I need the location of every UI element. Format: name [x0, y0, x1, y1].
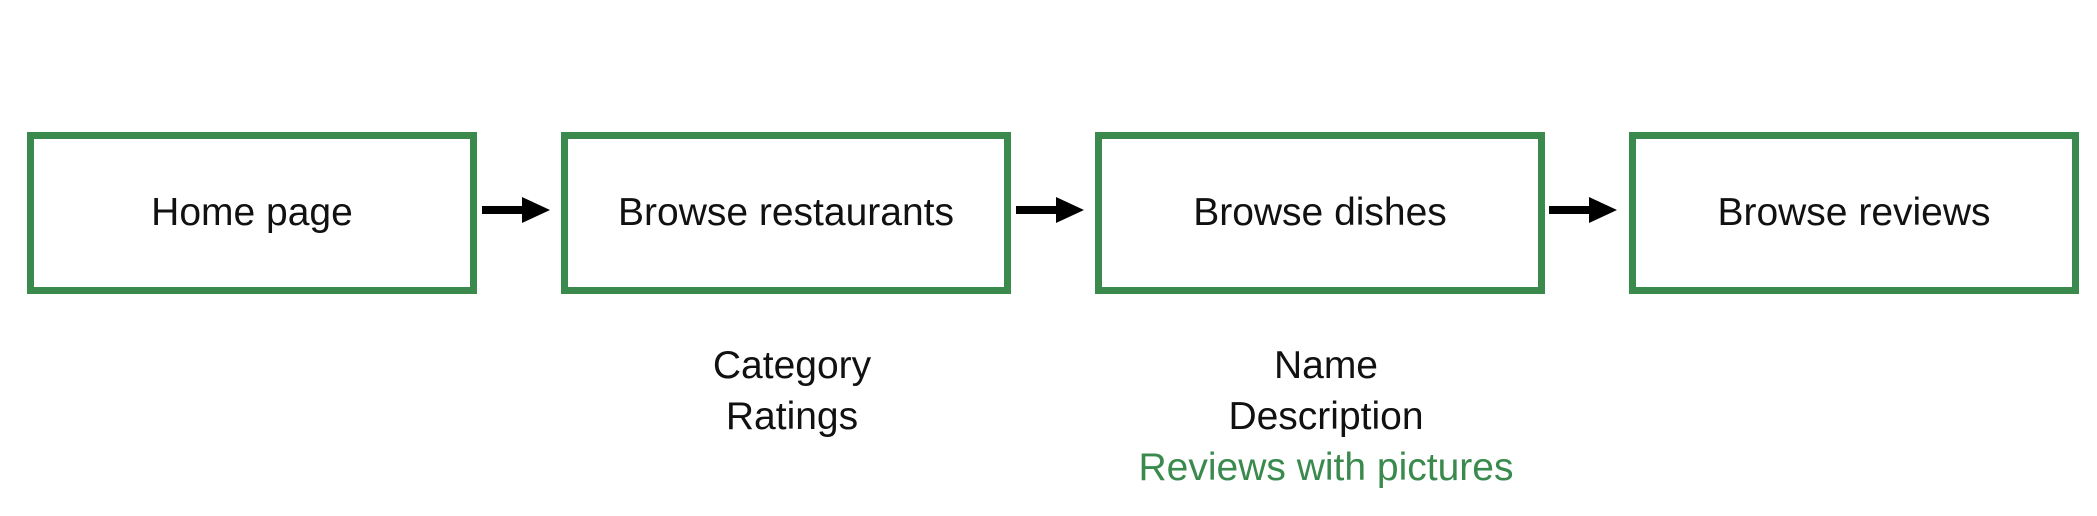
arrow-right-icon: [1016, 197, 1084, 223]
note-ratings: Ratings: [725, 395, 859, 438]
step-home-page: Home page: [27, 132, 477, 294]
note-description: Description: [1228, 395, 1424, 438]
dishes-notes: Name Description Reviews with pictures: [1096, 340, 1556, 493]
note-reviews-with-pictures: Reviews with pictures: [1138, 446, 1514, 489]
step-browse-dishes: Browse dishes: [1095, 132, 1545, 294]
restaurants-notes: Category Ratings: [562, 340, 1022, 442]
arrow-right-icon: [1549, 197, 1617, 223]
step-label: Home page: [151, 191, 353, 234]
step-label: Browse restaurants: [618, 191, 954, 234]
step-label: Browse reviews: [1717, 191, 1991, 234]
step-browse-reviews: Browse reviews: [1629, 132, 2079, 294]
note-category: Category: [712, 344, 872, 387]
note-name: Name: [1273, 344, 1379, 387]
step-browse-restaurants: Browse restaurants: [561, 132, 1011, 294]
arrow-right-icon: [482, 197, 550, 223]
step-label: Browse dishes: [1193, 191, 1447, 234]
